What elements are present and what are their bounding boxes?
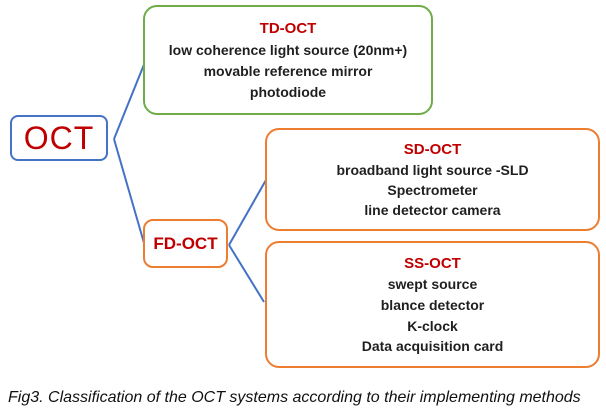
node-sd-oct-title: SD-OCT (403, 141, 462, 158)
node-td-oct-item: low coherence light source (20nm+) (168, 42, 408, 58)
node-sd-oct: SD-OCT broadband light source -SLD Spect… (265, 128, 600, 231)
node-ss-oct-title: SS-OCT (404, 254, 461, 272)
node-td-oct-item: movable reference mirror (203, 63, 373, 79)
node-ss-oct: SS-OCT swept source blance detector K-cl… (265, 241, 600, 368)
node-ss-oct-item: blance detector (380, 296, 485, 313)
node-fd-oct: FD-OCT (143, 219, 228, 268)
node-td-oct-title: TD-OCT (259, 20, 317, 37)
connector-fdoct-to-ssoct (228, 244, 265, 303)
node-ss-oct-item: Data acquisition card (361, 338, 504, 355)
node-oct: OCT (10, 115, 108, 161)
connector-oct-to-fdoct (113, 138, 145, 244)
node-oct-label: OCT (23, 120, 95, 156)
node-sd-oct-item: line detector camera (364, 202, 501, 218)
node-sd-oct-item: broadband light source -SLD (336, 162, 529, 178)
connector-oct-to-tdoct (113, 61, 146, 140)
figure-caption: Fig3. Classification of the OCT systems … (8, 389, 581, 406)
node-ss-oct-item: K-clock (407, 317, 458, 334)
node-td-oct: TD-OCT low coherence light source (20nm+… (143, 5, 433, 115)
node-fd-oct-title: FD-OCT (153, 234, 218, 253)
node-sd-oct-item: Spectrometer (387, 182, 478, 198)
connector-fdoct-to-sdoct (228, 179, 267, 246)
node-ss-oct-item: swept source (387, 276, 478, 293)
node-td-oct-item: photodiode (249, 84, 327, 100)
